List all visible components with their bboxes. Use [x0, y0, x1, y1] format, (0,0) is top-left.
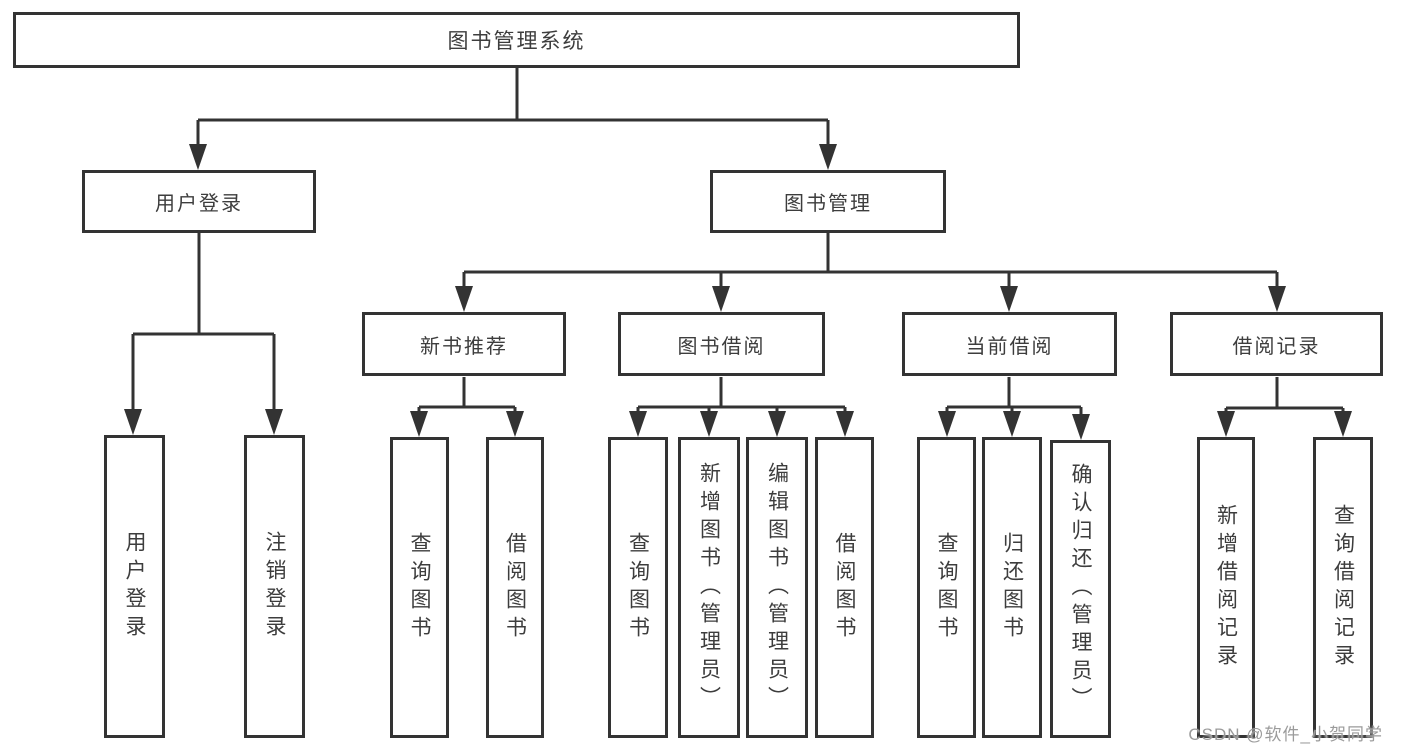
leaf-label: 归还图书 [1000, 531, 1024, 644]
leaf-logout: 注销登录 [244, 435, 305, 738]
node-label: 用户登录 [155, 193, 243, 215]
node-current-borrow: 当前借阅 [902, 312, 1117, 376]
leaf-label: 新增借阅记录 [1214, 503, 1238, 672]
node-label: 图书管理系统 [447, 30, 586, 53]
leaf-label: 编辑图书（管理员） [765, 461, 789, 714]
leaf-label: 查询图书 [626, 531, 650, 644]
leaf-label: 新增图书（管理员） [697, 461, 721, 714]
leaf-label: 查询图书 [935, 531, 958, 644]
leaf-label: 查询图书 [408, 531, 431, 644]
leaf-current-confirm-return-admin: 确认归还（管理员） [1050, 440, 1111, 738]
node-borrow-records: 借阅记录 [1170, 312, 1383, 376]
leaf-label: 借阅图书 [833, 531, 856, 644]
node-label: 当前借阅 [965, 335, 1054, 358]
node-label: 图书管理 [784, 193, 872, 215]
leaf-label: 用户登录 [123, 530, 146, 643]
leaf-label: 确认归还（管理员） [1069, 463, 1092, 715]
leaf-borrow-borrow-books: 借阅图书 [815, 437, 874, 738]
leaf-label: 注销登录 [263, 530, 286, 643]
node-label: 借阅记录 [1232, 335, 1321, 358]
leaf-newbook-query-books: 查询图书 [390, 437, 449, 738]
leaf-borrow-add-books-admin: 新增图书（管理员） [678, 437, 740, 738]
leaf-label: 查询借阅记录 [1331, 503, 1355, 672]
leaf-user-login: 用户登录 [104, 435, 165, 738]
leaf-newbook-borrow-books: 借阅图书 [486, 437, 544, 738]
node-book-management: 图书管理 [710, 170, 946, 233]
node-new-book-recommend: 新书推荐 [362, 312, 566, 376]
node-library-management-system: 图书管理系统 [13, 12, 1020, 68]
leaf-current-query-books: 查询图书 [917, 437, 976, 738]
leaf-records-add-record: 新增借阅记录 [1197, 437, 1255, 738]
leaf-borrow-edit-books-admin: 编辑图书（管理员） [746, 437, 808, 738]
leaf-records-query-record: 查询借阅记录 [1313, 437, 1373, 738]
csdn-watermark: CSDN @软件_小贺同学 [1188, 725, 1383, 744]
node-book-borrow: 图书借阅 [618, 312, 825, 376]
node-user-login: 用户登录 [82, 170, 316, 233]
leaf-current-return-books: 归还图书 [982, 437, 1042, 738]
leaf-borrow-query-books: 查询图书 [608, 437, 668, 738]
node-label: 图书借阅 [677, 335, 766, 358]
node-label: 新书推荐 [420, 335, 508, 358]
leaf-label: 借阅图书 [503, 531, 527, 644]
arrowheads [124, 144, 1352, 440]
